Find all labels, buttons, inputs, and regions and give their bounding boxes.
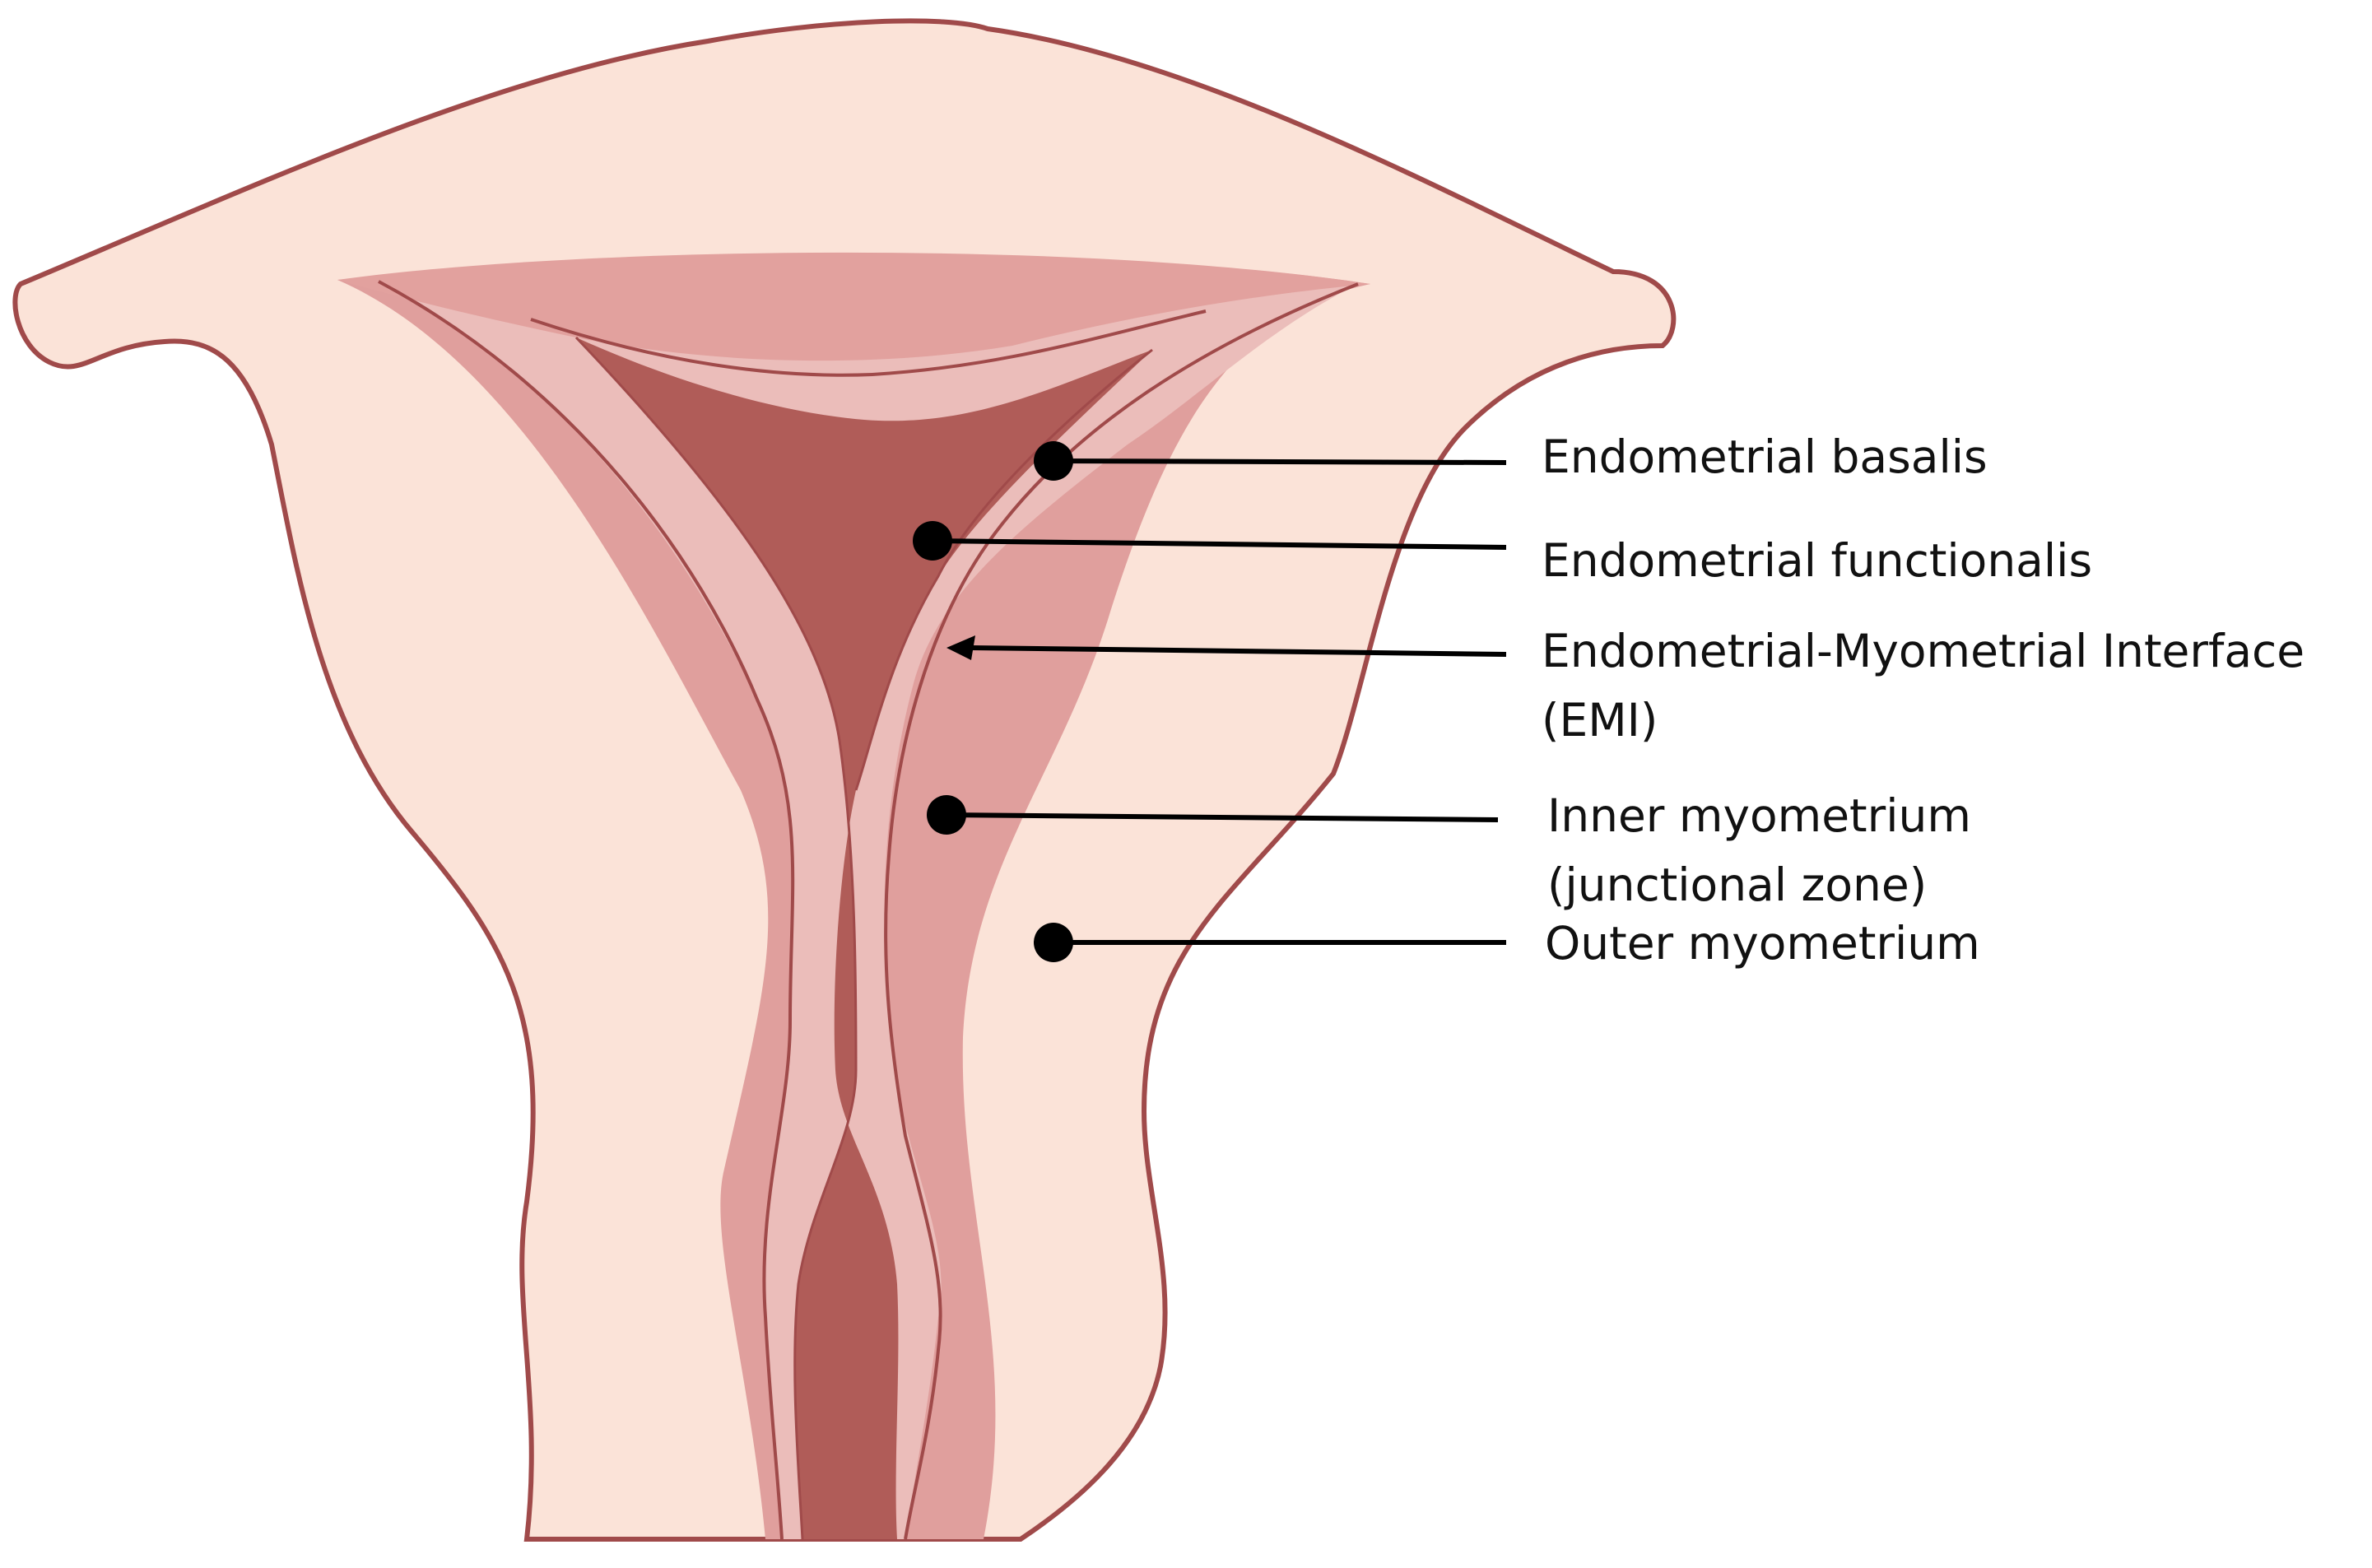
label-emi-line1: Endometrial-Myometrial Interface [1542,625,2305,677]
emi-arrowhead [946,635,975,660]
inner-leader-line [946,812,1499,822]
basalis-dot [1034,441,1073,481]
functionalis-outline-right [854,348,1153,791]
basalis-leader-line [1053,458,1507,465]
basalis-outline-left [378,280,795,1540]
label-inner-pointer [927,795,1499,835]
label-functionalis-pointer [913,521,1507,561]
outer-dot [1034,923,1073,962]
basalis-outline-right [884,282,1359,1540]
label-outer-pointer [1034,923,1506,962]
functionalis-dot [913,521,952,561]
label-endometrial-basalis: Endometrial basalis [1542,430,1988,483]
basalis-region [379,268,1358,1539]
functionalis-outline-left [574,336,858,1540]
label-inner-myometrium-line2: (junctional zone) [1547,858,1927,911]
label-emi-pointer [946,635,1507,660]
cavity-top-band [337,252,1370,361]
emi-leader-line [970,645,1507,657]
functionalis-leader-line [932,538,1507,550]
label-outer-myometrium: Outer myometrium [1545,917,1980,970]
functionalis-outline-top [530,309,1207,377]
inner-dot [927,795,966,835]
label-basalis-pointer [1034,441,1507,481]
label-endometrial-functionalis: Endometrial functionalis [1542,534,2092,587]
functionalis-region [576,337,1152,1539]
label-emi-line2: (EMI) [1542,694,1658,747]
label-inner-myometrium-line1: Inner myometrium [1547,789,1971,842]
